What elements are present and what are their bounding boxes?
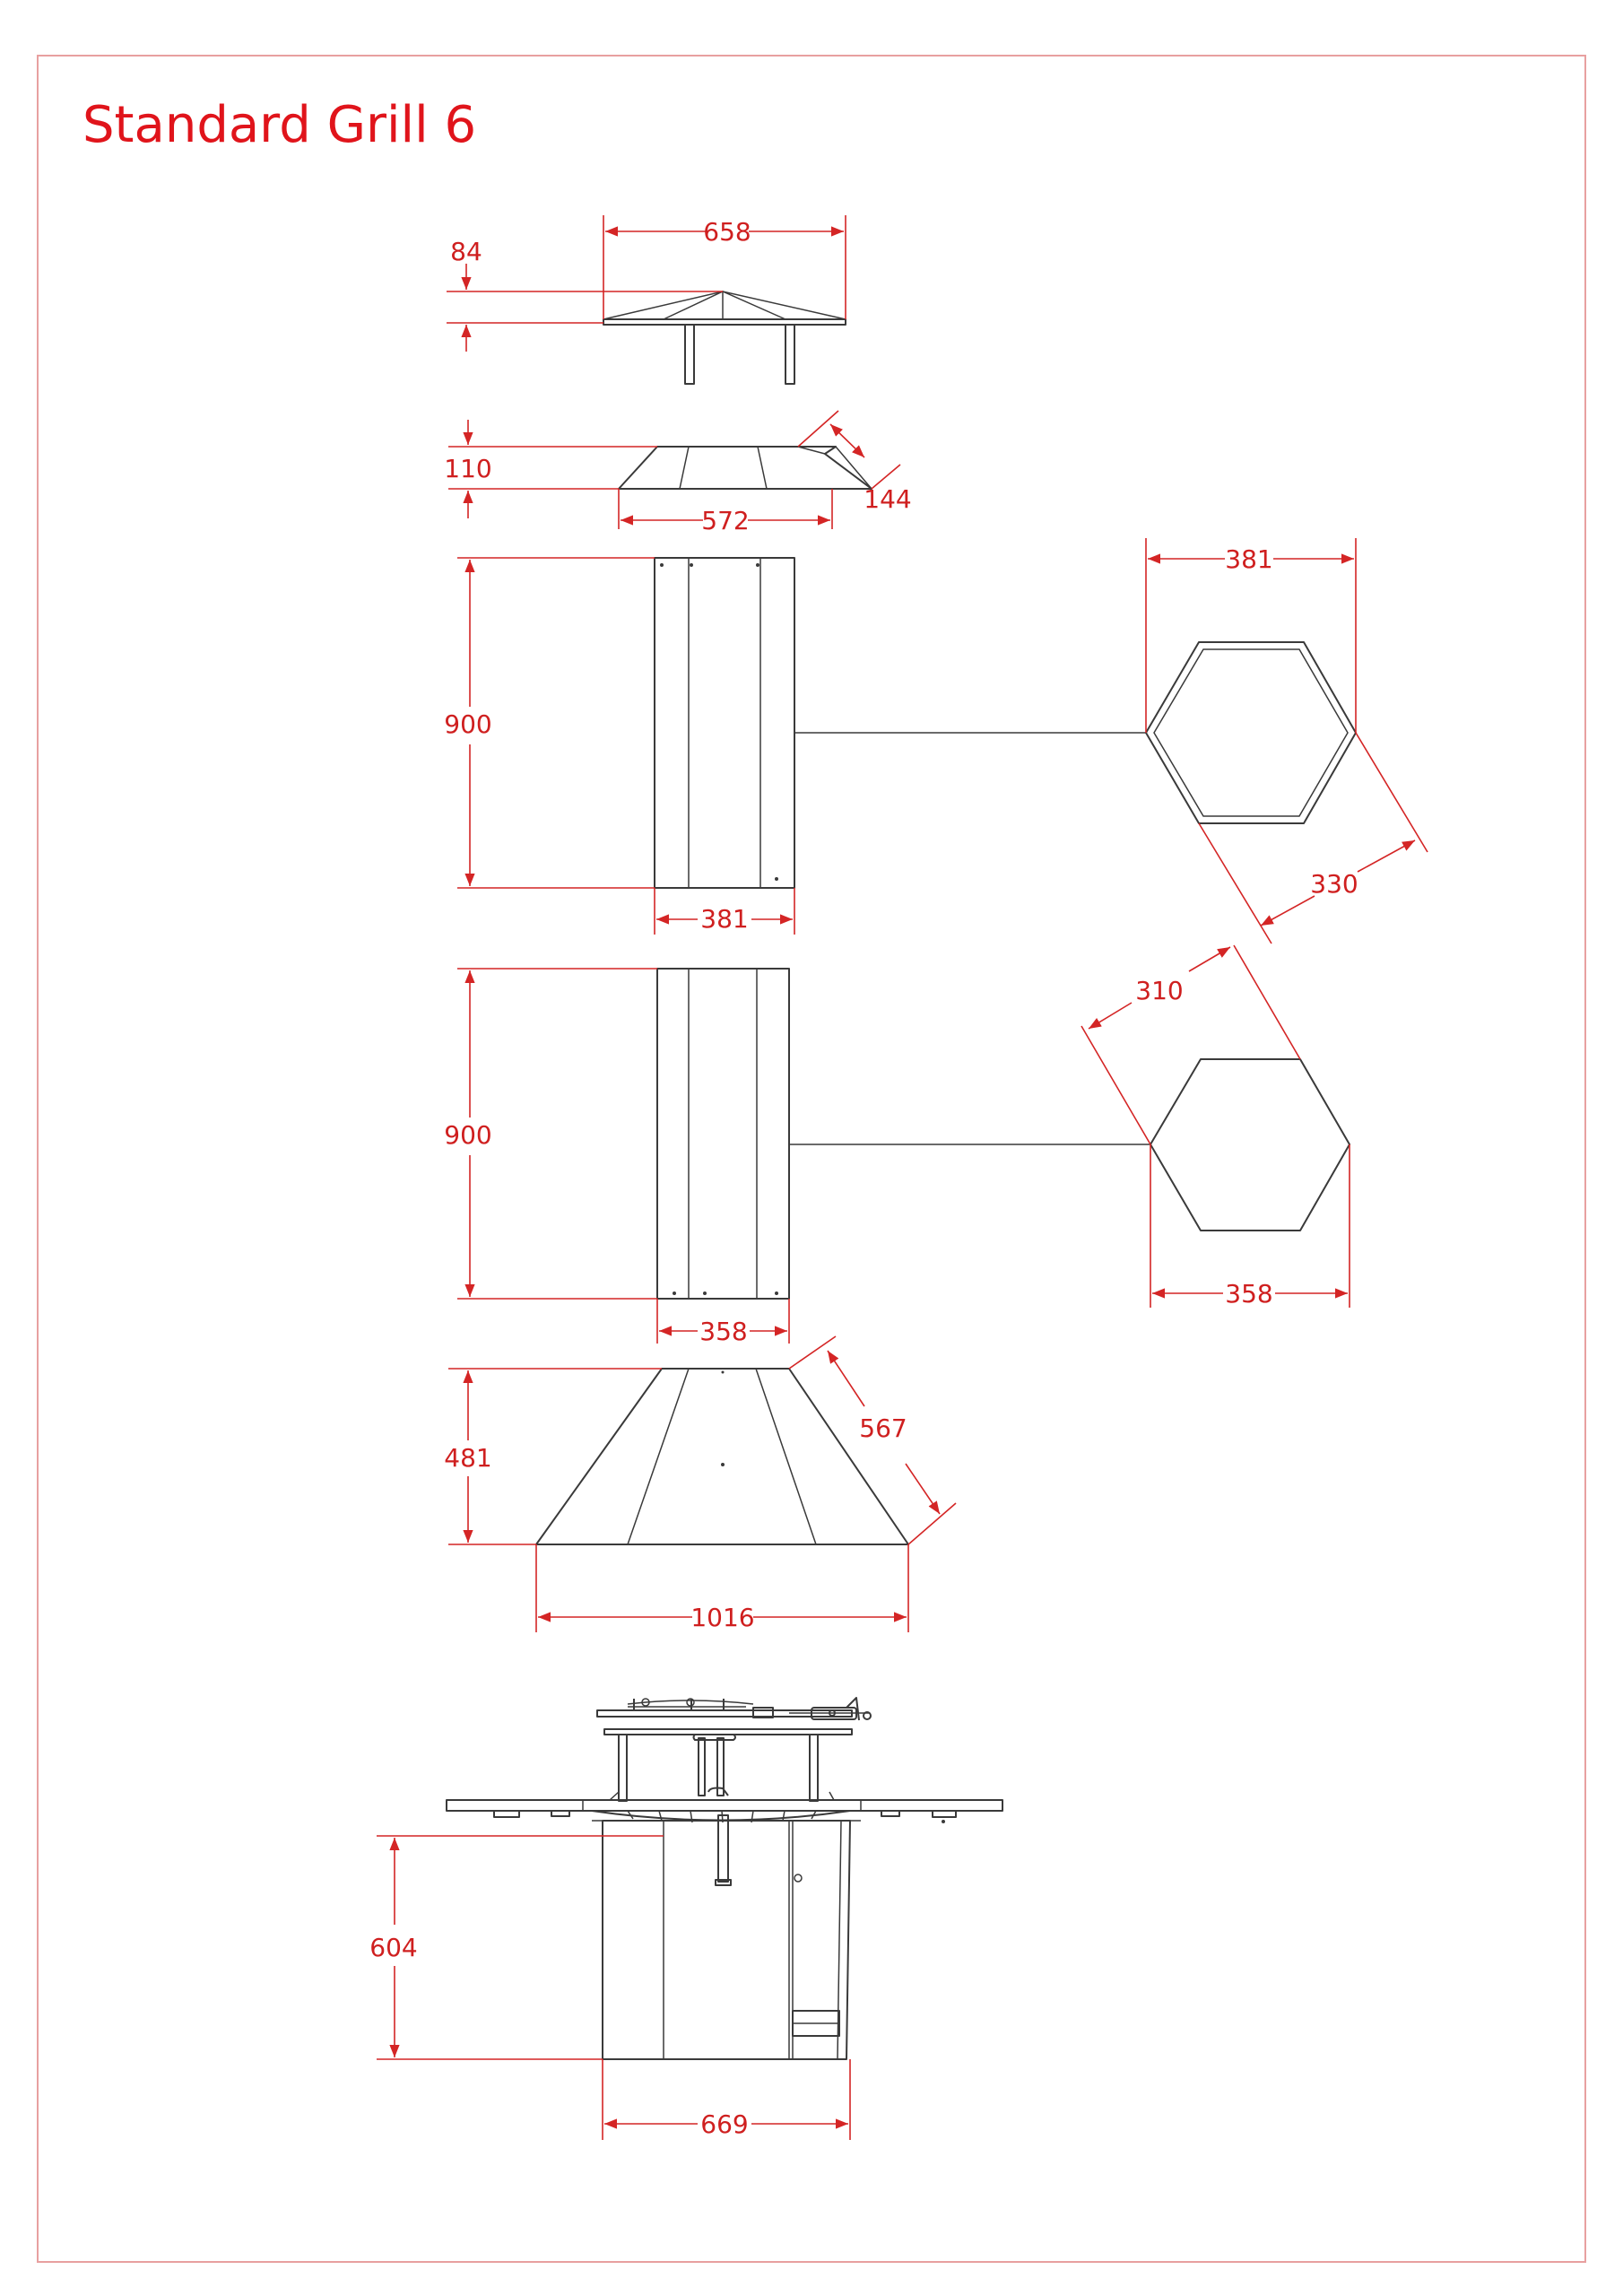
dim-label-hex2-side: 310: [1135, 976, 1183, 1005]
hexagon1-part: [1145, 641, 1357, 824]
dim-label-cap-slant: 144: [864, 484, 911, 514]
dim-label-column1-height: 900: [444, 709, 491, 739]
dim-label-cap-height: 110: [444, 454, 491, 483]
dim-label-hood-height: 481: [444, 1443, 491, 1473]
dim-cap-height: 110: [444, 420, 657, 518]
dim-column2-height: 900: [444, 968, 657, 1300]
dim-hood-slant: 567: [788, 1335, 957, 1545]
dim-label-base-height: 604: [369, 1933, 417, 1962]
dim-hex2-side: 310: [1081, 944, 1301, 1145]
dim-label-hex2-width: 358: [1225, 1279, 1272, 1309]
hood-part: [535, 1368, 909, 1545]
hexagon2-part: [1150, 1058, 1350, 1231]
dim-label-hood-width: 1016: [690, 1603, 754, 1632]
dim-label-cap-width: 572: [701, 506, 749, 535]
dim-label-lid-height: 84: [450, 237, 482, 266]
cap-part: [618, 446, 872, 490]
lid-part: [603, 291, 846, 385]
dim-column1-width: 381: [654, 888, 795, 935]
grill-base-assembly: [446, 1697, 1003, 2060]
dim-label-column2-width: 358: [699, 1317, 747, 1346]
dim-label-base-width: 669: [700, 2109, 748, 2139]
dim-hex1-side: 330: [1198, 732, 1428, 944]
dim-label-hex1-width: 381: [1225, 544, 1272, 574]
dim-label-column2-height: 900: [444, 1120, 491, 1150]
drawing-title: Standard Grill 6: [82, 96, 476, 154]
dim-hood-width: 1016: [535, 1544, 909, 1632]
dim-base-width: 669: [602, 2059, 851, 2140]
sheet-border: [37, 55, 1586, 2263]
dim-label-hex1-side: 330: [1310, 869, 1358, 899]
column1-part: [654, 557, 795, 889]
dim-hex1-width: 381: [1145, 538, 1357, 733]
dim-column1-height: 900: [444, 557, 655, 889]
column2-part: [656, 968, 790, 1300]
dim-hex2-width: 358: [1150, 1144, 1350, 1309]
dim-hood-height: 481: [444, 1368, 662, 1545]
dim-lid-height: 84: [447, 237, 723, 352]
dim-label-lid-width: 658: [703, 217, 751, 247]
dim-label-column1-width: 381: [700, 904, 748, 934]
dim-base-height: 604: [369, 1835, 664, 2060]
dim-lid-width: 658: [603, 215, 846, 319]
dim-cap-slant: 144: [797, 410, 912, 514]
dim-label-hood-slant: 567: [859, 1413, 907, 1443]
dim-cap-width: 572: [618, 489, 833, 535]
dim-column2-width: 358: [656, 1299, 790, 1346]
